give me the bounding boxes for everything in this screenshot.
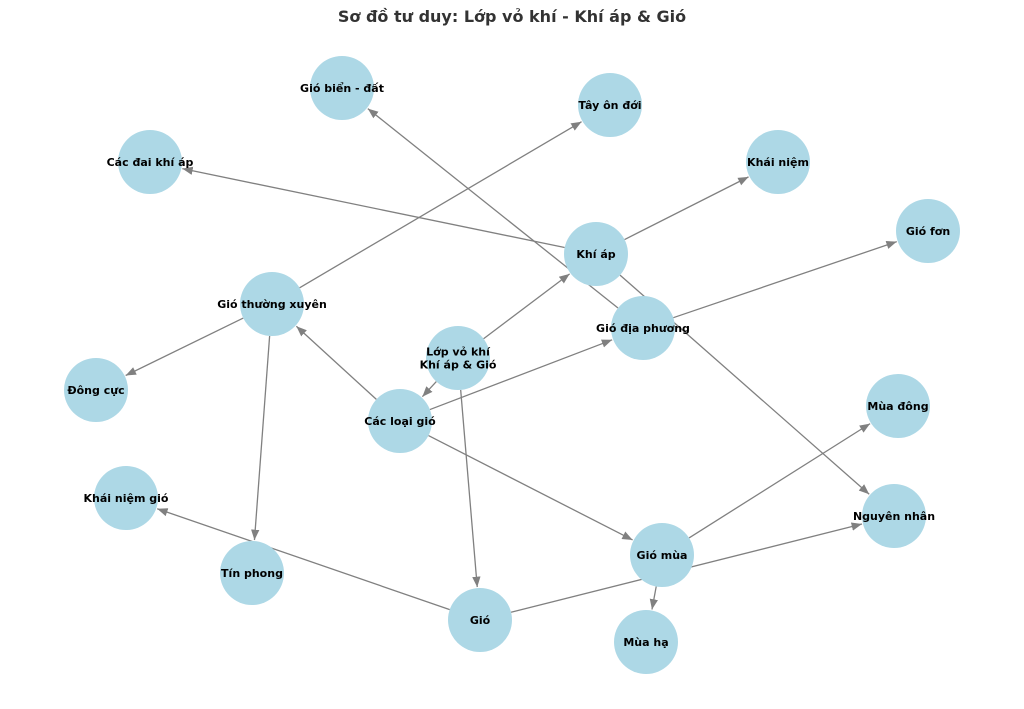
node-khiap: Khí áp [564, 222, 628, 286]
node-circle [426, 326, 490, 390]
node-circle [368, 389, 432, 453]
node-giofon: Gió fơn [896, 199, 960, 263]
node-label: Gió địa phương [596, 322, 690, 335]
node-label: Gió fơn [906, 225, 950, 238]
node-giodiaphuong: Gió địa phương [596, 296, 690, 360]
node-giomua: Gió mùa [630, 523, 694, 587]
node-circle [220, 541, 284, 605]
node-circle [866, 374, 930, 438]
node-label: Khái niệm gió [84, 492, 169, 505]
edge-khiap-to-caidai [182, 166, 565, 249]
node-giobien: Gió biển - đất [300, 56, 384, 120]
node-label: Gió thường xuyên [217, 298, 327, 311]
node-label: Mùa đông [867, 400, 928, 413]
node-label: Các đai khí áp [107, 156, 194, 169]
node-label: Khí áp [576, 248, 615, 261]
node-circle [64, 358, 128, 422]
node-label: Tín phong [221, 567, 283, 580]
node-khainiemgio: Khái niệm gió [84, 466, 169, 530]
node-circle [448, 588, 512, 652]
diagram-title: Sơ đồ tư duy: Lớp vỏ khí - Khí áp & Gió [337, 7, 687, 26]
edge-root-to-gio [460, 389, 481, 588]
node-label: Mùa hạ [623, 636, 668, 649]
node-label: Gió mùa [637, 549, 688, 562]
node-khainiem: Khái niệm [746, 130, 810, 194]
node-circle [94, 466, 158, 530]
node-tinphong: Tín phong [220, 541, 284, 605]
node-circle [578, 73, 642, 137]
node-circle [310, 56, 374, 120]
node-gio: Gió [448, 588, 512, 652]
node-circle [746, 130, 810, 194]
node-circle [614, 610, 678, 674]
node-circle [896, 199, 960, 263]
node-circle [862, 484, 926, 548]
node-circle [611, 296, 675, 360]
node-label: Gió [470, 614, 491, 627]
node-giothuongxuyen: Gió thường xuyên [217, 272, 327, 336]
node-dongcuc: Đông cực [64, 358, 128, 422]
edge-cacloaigio-to-giothuongxuyen [295, 325, 377, 400]
edge-gio-to-khainiemgio [156, 508, 450, 611]
edge-cacloaigio-to-giomua [428, 434, 633, 541]
node-caidai: Các đai khí áp [107, 130, 194, 194]
edge-giothuongxuyen-to-dongcuc [125, 317, 244, 377]
edge-giomua-to-muadong [688, 423, 871, 539]
node-muadong: Mùa đông [866, 374, 930, 438]
node-tayondoi: Tây ôn đới [578, 73, 642, 137]
node-circle [118, 130, 182, 194]
node-circle [630, 523, 694, 587]
node-label: Tây ôn đới [578, 99, 641, 112]
node-circle [564, 222, 628, 286]
node-label: Gió biển - đất [300, 82, 384, 95]
edge-root-to-cacloaigio [421, 381, 437, 398]
edge-giodiaphuong-to-giofon [673, 241, 897, 319]
edge-cacloaigio-to-giodiaphuong [429, 339, 613, 411]
edge-giothuongxuyen-to-tinphong [251, 335, 271, 541]
node-cacloaigio: Các loại gió [364, 389, 436, 453]
node-muaha: Mùa hạ [614, 610, 678, 674]
edge-giothuongxuyen-to-tayondoi [299, 121, 582, 289]
node-label: Khái niệm [747, 156, 809, 169]
node-circle [240, 272, 304, 336]
edge-root-to-khiap [483, 273, 571, 340]
edge-khiap-to-khainiem [624, 176, 749, 241]
node-label: Các loại gió [364, 415, 436, 428]
node-nguyennhan: Nguyên nhân [853, 484, 935, 548]
node-label: Nguyên nhân [853, 510, 935, 523]
edge-giomua-to-muaha [649, 586, 658, 610]
node-label: Đông cực [67, 384, 124, 397]
